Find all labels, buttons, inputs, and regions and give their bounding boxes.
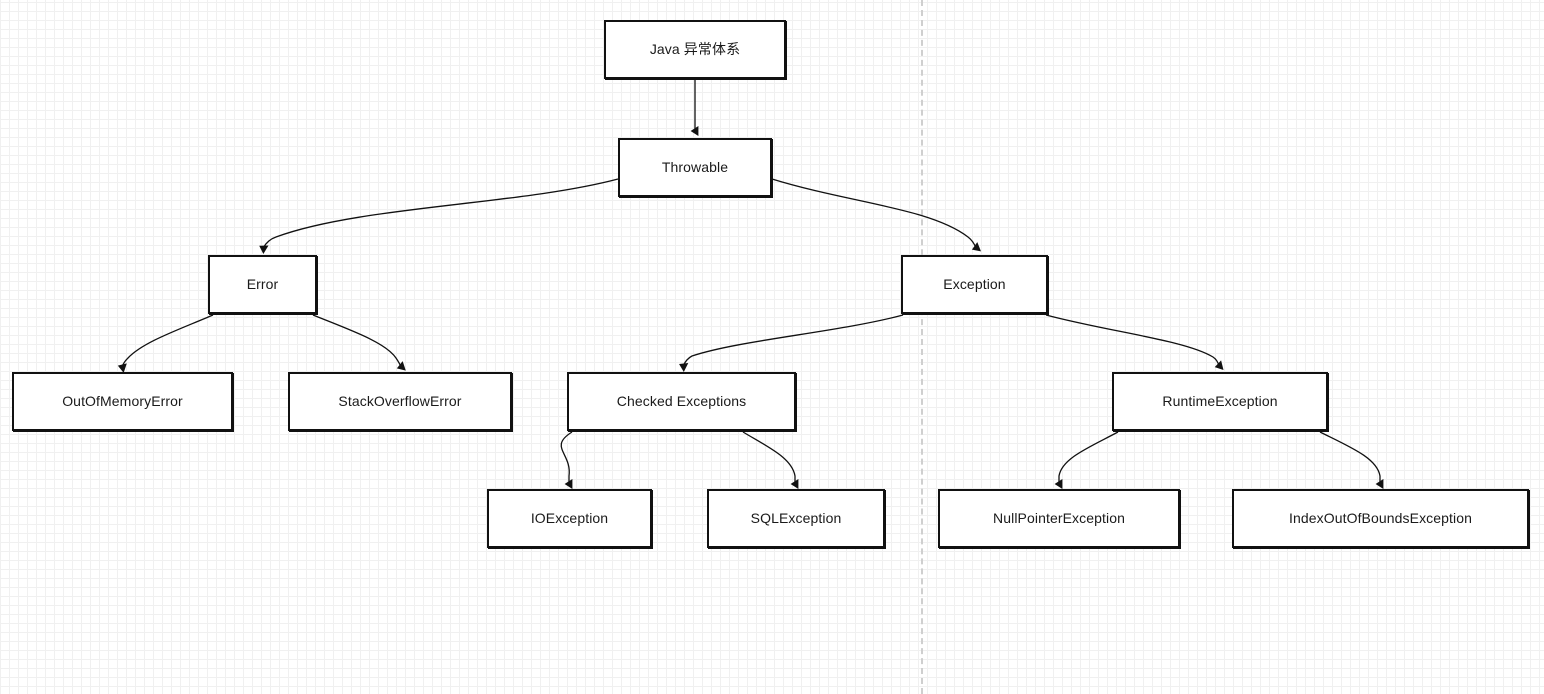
node-ioexception[interactable]: IOException [487,489,652,548]
edge-throwable-exception [771,178,982,252]
node-sqlexception[interactable]: SQLException [707,489,885,548]
node-label: RuntimeException [1162,393,1278,410]
node-nullpointerexception[interactable]: NullPointerException [938,489,1180,548]
node-label: IOException [530,510,609,527]
node-error[interactable]: Error [208,255,317,314]
node-label: Error [246,276,279,293]
edge-runtime-ioobe [1319,431,1384,489]
node-runtimeexception[interactable]: RuntimeException [1112,372,1328,431]
node-throwable[interactable]: Throwable [618,138,772,197]
node-java-exception-system[interactable]: Java 异常体系 [604,20,786,79]
page-break-guide [921,0,923,694]
node-indexoutofboundsexception[interactable]: IndexOutOfBoundsException [1232,489,1529,548]
edge-exception-runtime [1045,314,1224,371]
node-label: Throwable [661,159,729,176]
edge-error-oome [117,314,214,373]
edge-checked-ioe [560,431,573,489]
node-label: SQLException [750,510,842,527]
node-label: NullPointerException [993,510,1125,527]
node-label: StackOverflowError [338,393,462,410]
node-label: Java 异常体系 [649,41,741,58]
edge-runtime-npe [1054,431,1119,489]
edge-exception-checked [679,314,904,372]
edge-checked-sqle [742,431,799,489]
node-stackoverflowerror[interactable]: StackOverflowError [288,372,512,431]
node-exception[interactable]: Exception [901,255,1048,314]
node-label: IndexOutOfBoundsException [1288,510,1473,527]
node-label: Checked Exceptions [616,393,747,410]
edge-error-soe [312,314,406,371]
node-checked-exceptions[interactable]: Checked Exceptions [567,372,796,431]
node-label: Exception [943,276,1006,293]
node-outofmemoryerror[interactable]: OutOfMemoryError [12,372,233,431]
edge-throwable-error [259,178,619,255]
node-label: OutOfMemoryError [62,393,183,410]
